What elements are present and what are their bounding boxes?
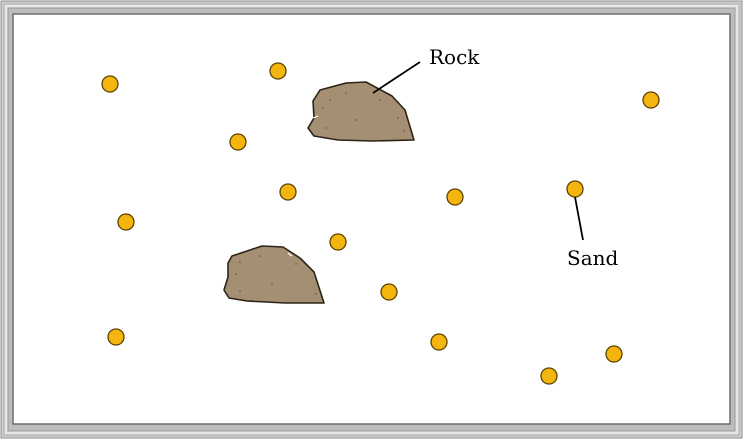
sand-grain: [642, 91, 660, 109]
sand-grain: [430, 333, 448, 351]
sand-grain: [101, 75, 119, 93]
sand-grain: [540, 367, 558, 385]
sand-grain: [446, 188, 464, 206]
sand-label: Sand: [567, 246, 619, 270]
rock-1: [307, 81, 415, 142]
rock-leader-line: [372, 61, 421, 94]
sand-grain: [279, 183, 297, 201]
sand-grain: [269, 62, 287, 80]
sand-grain: [566, 180, 584, 198]
sand-grain: [380, 283, 398, 301]
sand-grain: [107, 328, 125, 346]
rock-2: [223, 245, 325, 304]
rock-label: Rock: [429, 45, 480, 69]
sand-grains: [101, 62, 660, 385]
sand-grain: [329, 233, 347, 251]
sand-grain: [229, 133, 247, 151]
sand-leader-line: [574, 196, 584, 241]
sand-grain: [117, 213, 135, 231]
sand-grain: [605, 345, 623, 363]
